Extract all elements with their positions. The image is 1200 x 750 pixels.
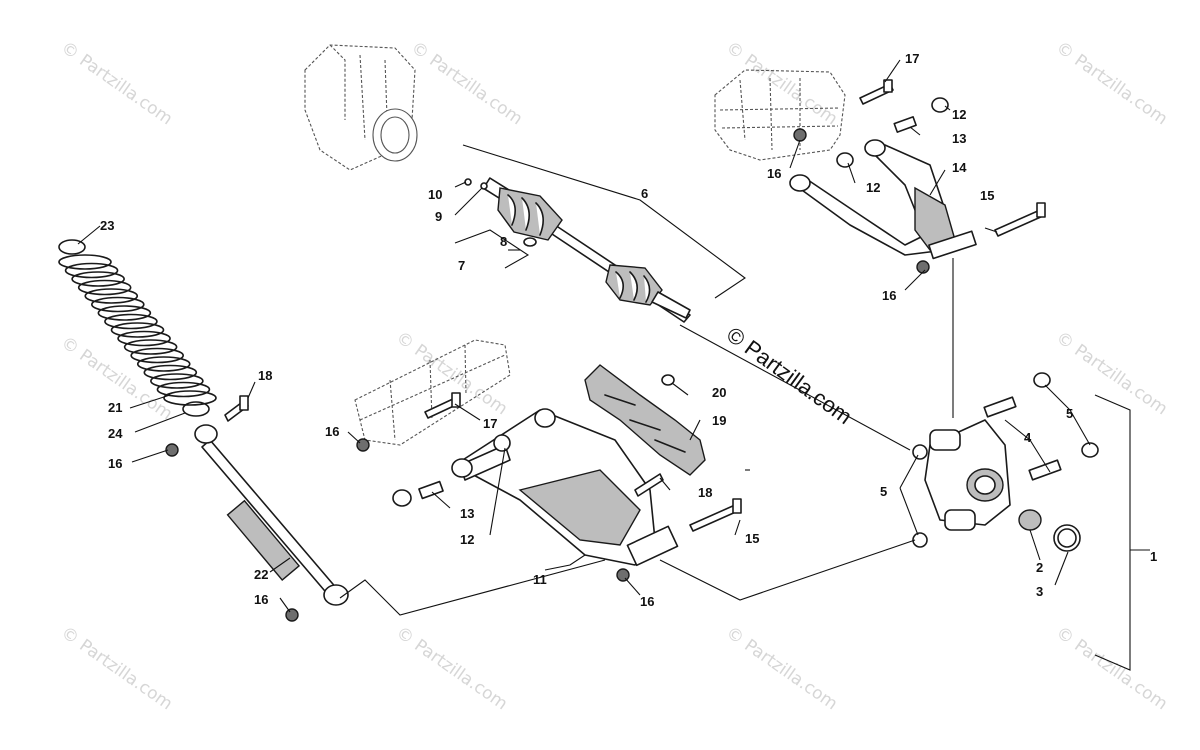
callout-16e: 16 (254, 592, 268, 607)
callout-22: 22 (254, 567, 268, 582)
callout-5b: 5 (880, 484, 887, 499)
callout-labels: 1 2 3 4 4 5 5 5 6 7 8 9 10 11 12 12 12 1… (100, 51, 1157, 609)
callout-20: 20 (712, 385, 726, 400)
callout-2: 2 (1036, 560, 1043, 575)
callout-10: 10 (428, 187, 442, 202)
frame-ghost-top-right (714, 69, 846, 161)
callout-12c: 12 (460, 532, 474, 547)
callout-19: 19 (712, 413, 726, 428)
watermark-tl: © Partzilla.com (57, 38, 176, 130)
callout-16d: 16 (108, 456, 122, 471)
leader-1-bracket (1094, 394, 1131, 671)
knuckle (912, 372, 1099, 552)
watermark-bc: © Partzilla.com (392, 623, 511, 715)
callout-15a: 15 (980, 188, 994, 203)
callout-9: 9 (435, 209, 442, 224)
lower-arm-hardware (356, 392, 742, 582)
callout-leaders (77, 59, 1150, 613)
callout-11: 11 (533, 572, 547, 587)
drive-axle (482, 177, 691, 323)
upper-arm-hardware (793, 79, 1046, 274)
circlip-9 (480, 182, 488, 190)
callout-17a: 17 (905, 51, 919, 66)
shock-absorber (165, 395, 349, 622)
callout-8: 8 (500, 234, 507, 249)
watermark-bc2: © Partzilla.com (722, 623, 841, 715)
frame-ghost-top-center (304, 44, 418, 171)
leader-7-bracket (454, 229, 530, 269)
callout-16c: 16 (325, 424, 339, 439)
callout-16b: 16 (882, 288, 896, 303)
callout-1: 1 (1150, 549, 1157, 564)
callout-16a: 16 (767, 166, 781, 181)
watermark-bl: © Partzilla.com (57, 623, 176, 715)
callout-13a: 13 (952, 131, 966, 146)
leader-shock-to-arm (339, 559, 606, 616)
callout-14: 14 (952, 160, 967, 175)
callout-24: 24 (108, 426, 123, 441)
callout-21: 21 (108, 400, 122, 415)
callout-16f: 16 (640, 594, 654, 609)
callout-3: 3 (1036, 584, 1043, 599)
watermark-tr1: © Partzilla.com (722, 38, 841, 130)
oring-8 (523, 237, 537, 247)
watermark-br: © Partzilla.com (1052, 623, 1171, 715)
watermark-tc: © Partzilla.com (407, 38, 526, 130)
callout-12a: 12 (952, 107, 966, 122)
callout-18a: 18 (258, 368, 272, 383)
callout-18b: 18 (698, 485, 712, 500)
callout-17b: 17 (483, 416, 497, 431)
callout-23: 23 (100, 218, 114, 233)
callout-5a: 5 (1066, 406, 1073, 421)
skid-plate (584, 364, 706, 476)
watermark-center: © Partzilla.com (722, 322, 857, 429)
callout-12b: 12 (866, 180, 880, 195)
leader-arm-to-knuckle (659, 539, 916, 601)
callout-6: 6 (641, 186, 648, 201)
callout-4: 4 (1024, 430, 1032, 445)
callout-13b: 13 (460, 506, 474, 521)
callout-15b: 15 (745, 531, 759, 546)
leader-axle-to-knuckle (679, 324, 911, 451)
watermark-tr2: © Partzilla.com (1052, 38, 1171, 130)
callout-7: 7 (458, 258, 465, 273)
leader-6-bracket (462, 144, 746, 299)
upper-a-arm (789, 139, 977, 260)
